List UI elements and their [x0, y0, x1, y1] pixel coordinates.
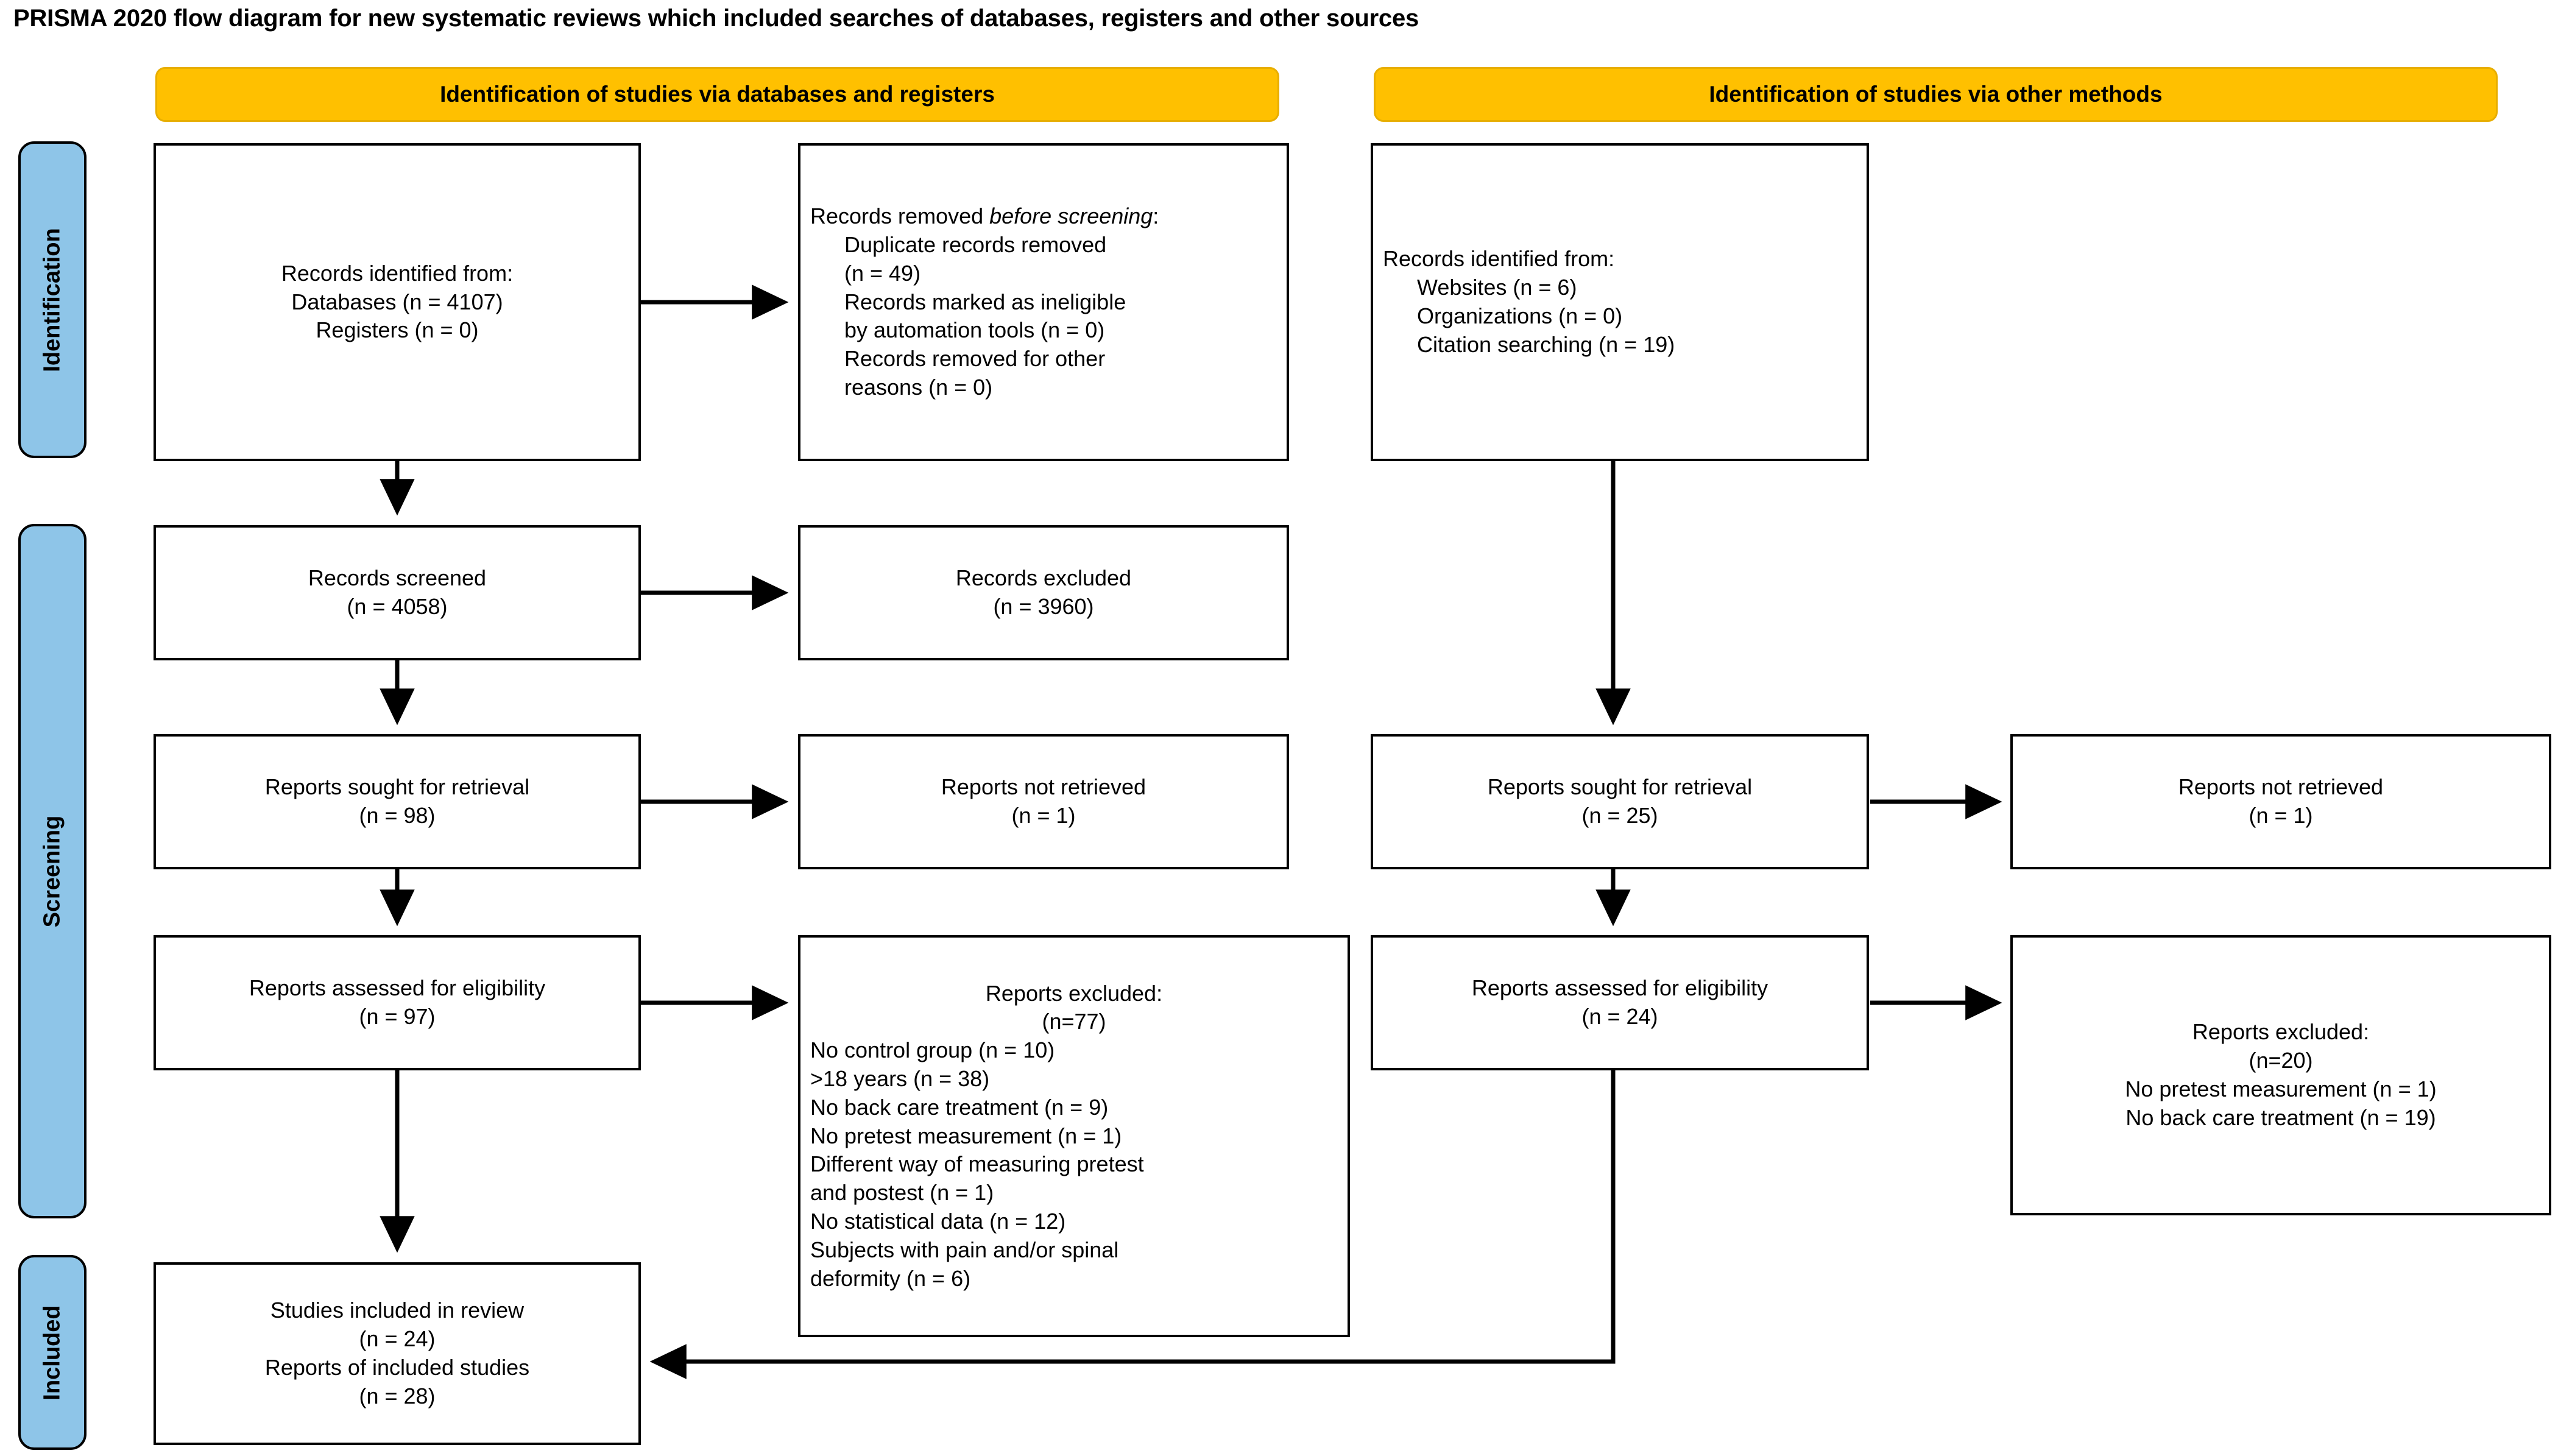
records-removed-line-4: by automation tools (n = 0): [844, 317, 1105, 343]
reports-excluded-db-line-5: No back care treatment (n = 9): [810, 1094, 1109, 1120]
reports-sought-db-line-1: Reports sought for retrieval: [264, 774, 530, 800]
records-removed-title-emphasis: before screening: [989, 203, 1153, 229]
reports-excluded-db-line-4: >18 years (n = 38): [810, 1066, 990, 1091]
records-removed-line-3: Records marked as ineligible: [844, 289, 1126, 314]
box-reports-sought-other: Reports sought for retrieval (n = 25): [1371, 734, 1869, 869]
records-identified-other-line-3: Organizations (n = 0): [1417, 303, 1623, 328]
stage-band-identification-label: Identification: [39, 227, 65, 372]
section-header-other-methods: Identification of studies via other meth…: [1374, 67, 2498, 122]
records-removed-line-6: reasons (n = 0): [844, 374, 993, 400]
records-identified-line-3: Registers (n = 0): [316, 317, 479, 343]
reports-assessed-db-line-1: Reports assessed for eligibility: [249, 975, 546, 1001]
records-screened-line-1: Records screened: [308, 565, 487, 591]
records-excluded-line-2: (n = 3960): [993, 594, 1094, 619]
box-reports-assessed-other: Reports assessed for eligibility (n = 24…: [1371, 935, 1869, 1070]
stage-band-included-label: Included: [39, 1304, 65, 1401]
box-records-identified: Records identified from: Databases (n = …: [154, 143, 641, 461]
records-removed-line-2: (n = 49): [844, 260, 921, 286]
reports-sought-db-line-2: (n = 98): [359, 803, 436, 828]
stage-band-included: Included: [18, 1255, 87, 1450]
stage-band-identification: Identification: [18, 141, 87, 458]
records-identified-other-line-2: Websites (n = 6): [1417, 275, 1577, 300]
box-records-removed-before-screening: Records removed before screening: Duplic…: [798, 143, 1289, 461]
records-screened-line-2: (n = 4058): [347, 594, 448, 619]
box-records-identified-other: Records identified from: Websites (n = 6…: [1371, 143, 1869, 461]
box-reports-not-retrieved-other: Reports not retrieved (n = 1): [2010, 734, 2551, 869]
reports-excluded-db-line-3: No control group (n = 10): [810, 1037, 1055, 1063]
reports-not-retrieved-db-line-1: Reports not retrieved: [941, 774, 1146, 800]
reports-excluded-db-line-2: (n=77): [1042, 1009, 1106, 1034]
reports-excluded-db-line-10: Subjects with pain and/or spinal: [810, 1237, 1119, 1262]
reports-not-retrieved-db-line-2: (n = 1): [1011, 803, 1076, 828]
studies-included-line-3: Reports of included studies: [264, 1355, 530, 1380]
records-identified-line-1: Records identified from:: [281, 260, 514, 286]
records-excluded-line-1: Records excluded: [955, 565, 1132, 591]
box-records-screened: Records screened (n = 4058): [154, 525, 641, 660]
reports-excluded-other-line-1: Reports excluded:: [2192, 1019, 2370, 1045]
studies-included-line-1: Studies included in review: [270, 1298, 525, 1323]
box-reports-not-retrieved-databases: Reports not retrieved (n = 1): [798, 734, 1289, 869]
box-reports-excluded-other: Reports excluded: (n=20) No pretest meas…: [2010, 935, 2551, 1215]
reports-sought-other-line-2: (n = 25): [1581, 803, 1658, 828]
reports-not-retrieved-other-line-2: (n = 1): [2249, 803, 2313, 828]
box-reports-assessed-databases: Reports assessed for eligibility (n = 97…: [154, 935, 641, 1070]
reports-assessed-other-line-2: (n = 24): [1581, 1004, 1658, 1029]
records-identified-other-line-1: Records identified from:: [1383, 246, 1615, 272]
reports-excluded-db-line-9: No statistical data (n = 12): [810, 1208, 1066, 1234]
section-header-databases: Identification of studies via databases …: [155, 67, 1279, 122]
records-removed-title-c: :: [1153, 203, 1159, 229]
reports-excluded-other-line-3: No pretest measurement (n = 1): [2125, 1076, 2437, 1101]
reports-sought-other-line-1: Reports sought for retrieval: [1487, 774, 1753, 800]
reports-excluded-db-line-1: Reports excluded:: [985, 980, 1163, 1006]
reports-excluded-db-line-8: and postest (n = 1): [810, 1180, 994, 1206]
reports-excluded-db-line-7: Different way of measuring pretest: [810, 1151, 1144, 1177]
records-identified-line-2: Databases (n = 4107): [291, 289, 503, 314]
reports-excluded-other-line-4: No back care treatment (n = 19): [2125, 1104, 2436, 1130]
reports-assessed-other-line-1: Reports assessed for eligibility: [1471, 975, 1768, 1001]
records-removed-line-1: Duplicate records removed: [844, 232, 1107, 257]
records-removed-title-a: Records removed: [810, 203, 990, 229]
box-studies-included: Studies included in review (n = 24) Repo…: [154, 1262, 641, 1445]
studies-included-line-4: (n = 28): [359, 1383, 436, 1408]
page-title: PRISMA 2020 flow diagram for new systema…: [13, 5, 1419, 32]
records-identified-other-line-4: Citation searching (n = 19): [1417, 331, 1675, 357]
studies-included-line-2: (n = 24): [359, 1326, 436, 1352]
box-reports-excluded-databases: Reports excluded: (n=77) No control grou…: [798, 935, 1350, 1337]
reports-excluded-db-line-6: No pretest measurement (n = 1): [810, 1123, 1122, 1148]
reports-assessed-db-line-2: (n = 97): [359, 1004, 436, 1029]
box-records-excluded: Records excluded (n = 3960): [798, 525, 1289, 660]
reports-excluded-other-line-2: (n=20): [2249, 1048, 2313, 1073]
reports-excluded-db-line-11: deformity (n = 6): [810, 1265, 971, 1291]
stage-band-screening: Screening: [18, 524, 87, 1218]
stage-band-screening-label: Screening: [39, 815, 65, 927]
box-reports-sought-databases: Reports sought for retrieval (n = 98): [154, 734, 641, 869]
records-removed-title: Records removed before screening:: [810, 202, 1277, 231]
reports-not-retrieved-other-line-1: Reports not retrieved: [2178, 774, 2384, 800]
records-removed-line-5: Records removed for other: [844, 346, 1106, 372]
